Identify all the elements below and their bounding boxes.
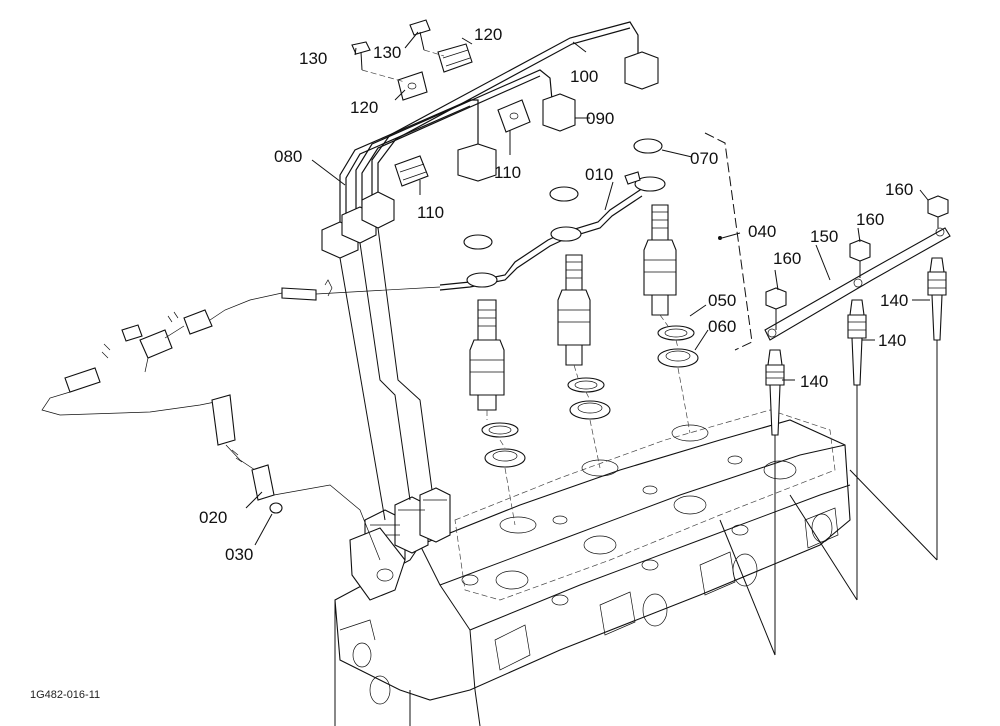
leak-off-pipe — [439, 138, 666, 291]
callout-140-left: 140 — [800, 372, 828, 391]
pump-delivery-valves — [349, 487, 451, 601]
callout-130-center: 130 — [373, 43, 401, 62]
fuel-return-hose — [41, 279, 441, 561]
callout-090: 090 — [586, 109, 614, 128]
callout-160-right: 160 — [885, 180, 913, 199]
callout-140-center: 140 — [878, 331, 906, 350]
callout-010: 010 — [585, 165, 613, 184]
callout-labels: 100 120 130 130 120 090 080 110 110 070 … — [199, 25, 913, 564]
drawing-code: 1G482-016-11 — [30, 689, 100, 701]
callout-060: 060 — [708, 317, 736, 336]
injection-nozzles — [469, 132, 753, 526]
callout-020: 020 — [199, 508, 227, 527]
callout-050: 050 — [708, 291, 736, 310]
injection-pipes — [321, 21, 659, 521]
cylinder-head — [334, 409, 851, 726]
callout-120-lower: 120 — [350, 98, 378, 117]
callout-160-left: 160 — [773, 249, 801, 268]
callout-040: 040 — [748, 222, 776, 241]
callout-070: 070 — [690, 149, 718, 168]
callout-100: 100 — [570, 67, 598, 86]
callout-150: 150 — [810, 227, 838, 246]
callout-130-left: 130 — [299, 49, 327, 68]
callout-120-top: 120 — [474, 25, 502, 44]
callout-080: 080 — [274, 147, 302, 166]
pipe-clamps — [351, 19, 531, 187]
callout-160-center: 160 — [856, 210, 884, 229]
callout-110-left: 110 — [417, 203, 444, 222]
callout-030: 030 — [225, 545, 253, 564]
callout-140-right: 140 — [880, 291, 908, 310]
callout-110-right: 110 — [494, 163, 521, 182]
leader-lines — [245, 31, 930, 546]
glow-plugs — [719, 195, 951, 656]
